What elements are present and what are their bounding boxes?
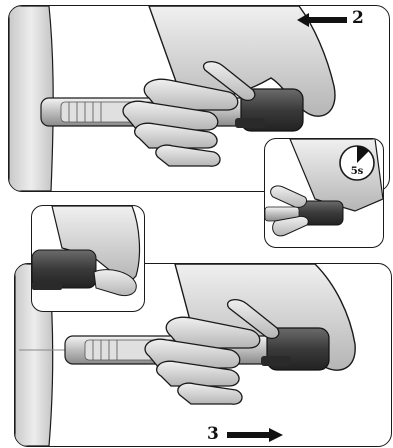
thumb-release-inset (31, 205, 145, 312)
arrow-right-icon (227, 428, 283, 442)
injection-hold-panel: 2 (8, 5, 390, 192)
timer-hold-inset: 5s (264, 138, 384, 248)
fingers (144, 298, 280, 405)
step-number-label: 3 (207, 424, 219, 444)
fingers (122, 60, 256, 167)
stopwatch-icon: 5s (339, 145, 375, 181)
timer-label: 5s (351, 166, 364, 177)
step-number-label: 2 (352, 8, 364, 28)
thumb-release-illustration (32, 206, 141, 297)
skin-surface (9, 6, 54, 191)
timer-elapsed-wedge (357, 146, 369, 163)
injection-hold-illustration (9, 6, 336, 191)
arrow-left-icon (297, 13, 347, 27)
